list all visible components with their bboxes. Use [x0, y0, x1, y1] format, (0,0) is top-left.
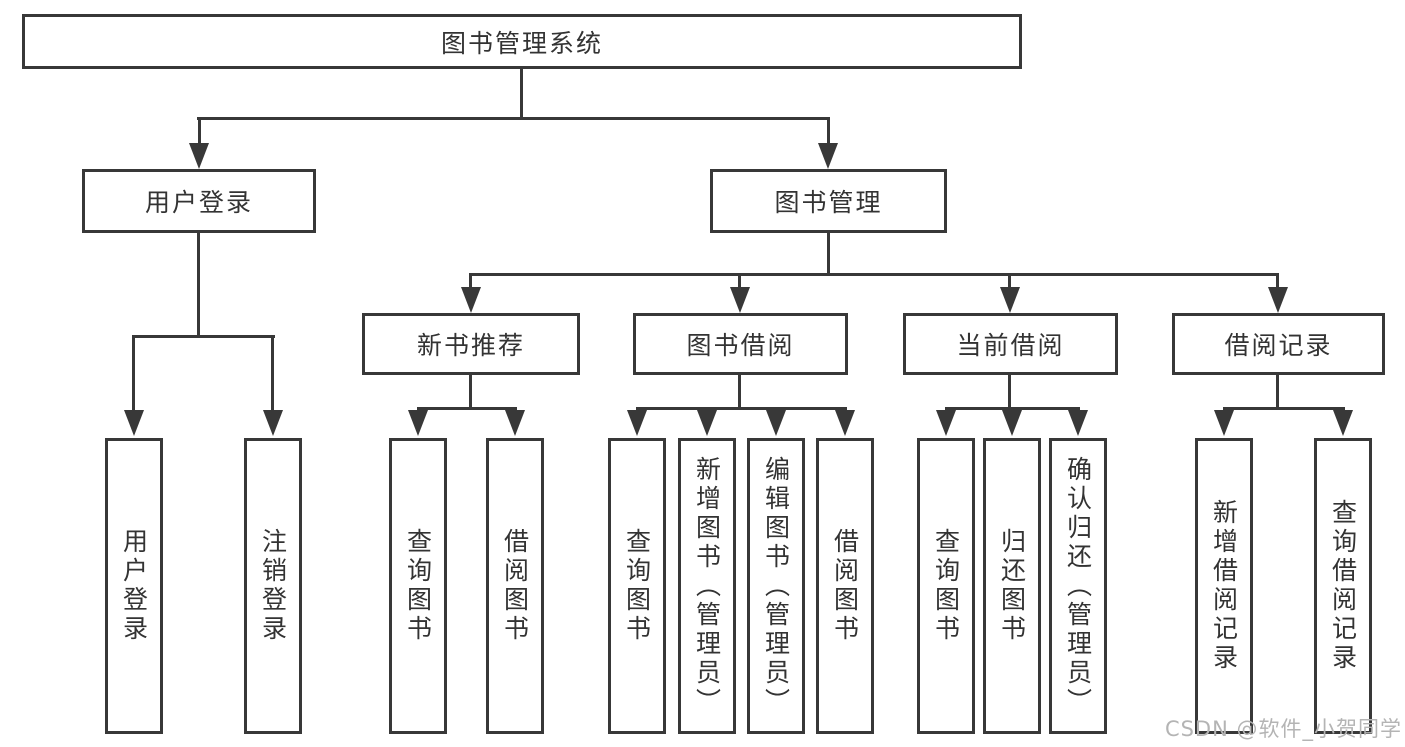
- arrow-down-icon: [627, 410, 647, 436]
- leaf-label: 借阅图书: [500, 528, 530, 644]
- arrow-down-icon: [189, 143, 209, 169]
- arrow-down-icon: [1002, 410, 1022, 436]
- node-book-management: 图书管理: [710, 169, 947, 233]
- connector-line: [1008, 375, 1011, 409]
- connector-line: [469, 375, 472, 409]
- connector-line: [827, 233, 830, 275]
- leaf-label: 查询图书: [403, 528, 433, 644]
- node-label: 用户登录: [144, 188, 253, 217]
- leaf-records-query-borrow-record: 查询借阅记录: [1314, 438, 1372, 734]
- connector-line: [1276, 375, 1279, 409]
- leaf-label: 查询图书: [931, 528, 961, 644]
- node-label: 新书推荐: [416, 331, 525, 360]
- arrow-down-icon: [1268, 287, 1288, 313]
- arrow-down-icon: [835, 410, 855, 436]
- arrow-down-icon: [408, 410, 428, 436]
- leaf-label: 注销登录: [258, 528, 288, 644]
- leaf-current-confirm-return-admin: 确认归还（管理员）: [1049, 438, 1107, 734]
- connector-line: [197, 233, 200, 335]
- connector-line: [945, 407, 1080, 410]
- connector-line: [1276, 273, 1279, 288]
- arrow-down-icon: [124, 410, 144, 436]
- leaf-logout: 注销登录: [244, 438, 302, 734]
- leaf-newbook-borrow-books: 借阅图书: [486, 438, 544, 734]
- arrow-down-icon: [461, 287, 481, 313]
- arrow-down-icon: [697, 410, 717, 436]
- node-current-borrowing: 当前借阅: [903, 313, 1118, 375]
- connector-line: [738, 273, 741, 288]
- connector-line: [132, 335, 135, 412]
- connector-line: [1223, 407, 1345, 410]
- leaf-label: 查询图书: [622, 528, 652, 644]
- connector-line: [1008, 273, 1011, 288]
- arrow-down-icon: [818, 143, 838, 169]
- leaf-records-add-borrow-record: 新增借阅记录: [1195, 438, 1253, 734]
- connector-line: [132, 335, 275, 338]
- node-new-book-recommendation: 新书推荐: [362, 313, 580, 375]
- leaf-borrow-borrow-books: 借阅图书: [816, 438, 874, 734]
- connector-line: [469, 273, 472, 288]
- connector-line: [520, 69, 523, 117]
- arrow-down-icon: [936, 410, 956, 436]
- node-label: 图书管理系统: [440, 28, 603, 58]
- connector-line: [636, 407, 847, 410]
- node-book-borrowing: 图书借阅: [633, 313, 848, 375]
- leaf-current-return-books: 归还图书: [983, 438, 1041, 734]
- connector-line: [271, 335, 274, 412]
- connector-line: [197, 117, 830, 120]
- node-label: 图书管理: [774, 188, 883, 217]
- leaf-label: 新增借阅记录: [1209, 499, 1239, 673]
- node-borrowing-records: 借阅记录: [1172, 313, 1385, 375]
- node-root-library-management-system: 图书管理系统: [22, 14, 1022, 69]
- leaf-current-query-books: 查询图书: [917, 438, 975, 734]
- node-label: 图书借阅: [686, 331, 795, 360]
- leaf-label: 用户登录: [119, 528, 149, 644]
- arrow-down-icon: [1068, 410, 1088, 436]
- connector-line: [738, 375, 741, 409]
- node-user-login: 用户登录: [82, 169, 316, 233]
- leaf-label: 归还图书: [997, 528, 1027, 644]
- leaf-label: 借阅图书: [830, 528, 860, 644]
- connector-line: [827, 117, 830, 144]
- arrow-down-icon: [263, 410, 283, 436]
- arrow-down-icon: [1000, 287, 1020, 313]
- arrow-down-icon: [1333, 410, 1353, 436]
- node-label: 当前借阅: [956, 331, 1065, 360]
- watermark: CSDN @软件_小贺同学: [1164, 717, 1402, 741]
- arrow-down-icon: [730, 287, 750, 313]
- leaf-borrow-edit-books-admin: 编辑图书（管理员）: [747, 438, 805, 734]
- leaf-borrow-add-books-admin: 新增图书（管理员）: [678, 438, 736, 734]
- connector-line: [417, 407, 517, 410]
- arrow-down-icon: [766, 410, 786, 436]
- leaf-label: 编辑图书（管理员）: [761, 455, 791, 717]
- arrow-down-icon: [1214, 410, 1234, 436]
- leaf-label: 确认归还（管理员）: [1063, 455, 1093, 717]
- leaf-label: 新增图书（管理员）: [692, 455, 722, 717]
- leaf-newbook-query-books: 查询图书: [389, 438, 447, 734]
- leaf-borrow-query-books: 查询图书: [608, 438, 666, 734]
- leaf-user-login: 用户登录: [105, 438, 163, 734]
- node-label: 借阅记录: [1224, 331, 1333, 360]
- connector-line: [198, 117, 201, 144]
- leaf-label: 查询借阅记录: [1328, 499, 1358, 673]
- connector-line: [469, 273, 1279, 276]
- arrow-down-icon: [505, 410, 525, 436]
